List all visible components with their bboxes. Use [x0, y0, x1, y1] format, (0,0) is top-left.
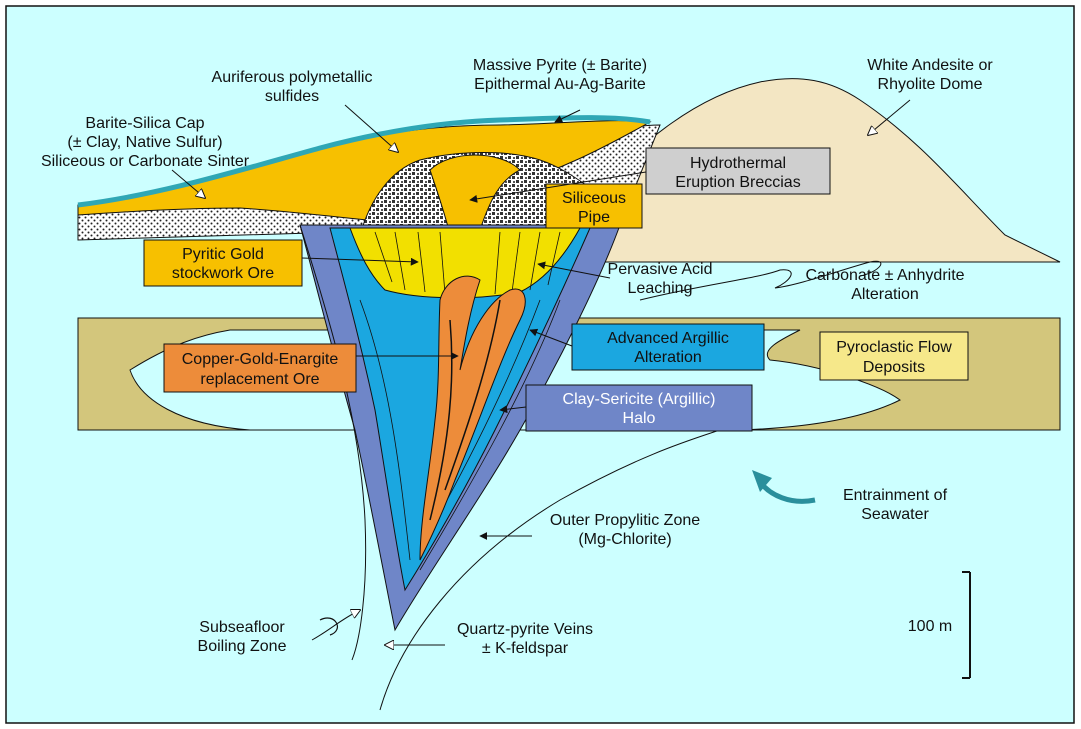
white-andesite-line2: Rhyolite Dome	[878, 76, 983, 93]
entrainment-line2: Seawater	[861, 506, 929, 523]
pervasive-line1: Pervasive Acid	[608, 261, 713, 278]
quartz-line1: Quartz-pyrite Veins	[457, 621, 593, 638]
scale-label: 100 m	[908, 618, 952, 635]
outer-propylitic-line1: Outer Propylitic Zone	[550, 512, 700, 529]
subseafloor-line1: Subseafloor	[199, 619, 285, 636]
entrainment-line1: Entrainment of	[843, 487, 948, 504]
white-andesite-line1: White Andesite or	[867, 57, 993, 74]
hydrothermal-line2: Eruption Breccias	[675, 174, 800, 191]
pyritic-gold-line1: Pyritic Gold	[182, 246, 264, 263]
siliceous-pipe-line1: Siliceous	[562, 190, 626, 207]
pyroclastic-line2: Deposits	[863, 359, 925, 376]
barite-cap-line3: Siliceous or Carbonate Sinter	[41, 153, 250, 170]
quartz-line2: ± K-feldspar	[482, 640, 569, 657]
outer-propylitic-line2: (Mg-Chlorite)	[578, 531, 671, 548]
pervasive-line2: Leaching	[628, 280, 693, 297]
clay-line2: Halo	[623, 410, 656, 427]
clay-line1: Clay-Sericite (Argillic)	[563, 391, 716, 408]
massive-pyrite-line1: Massive Pyrite (± Barite)	[473, 57, 647, 74]
advanced-line1: Advanced Argillic	[607, 330, 729, 347]
pyritic-gold-line2: stockwork Ore	[172, 265, 274, 282]
auriferous-line2: sulfides	[265, 88, 319, 105]
auriferous-line1: Auriferous polymetallic	[212, 69, 373, 86]
massive-pyrite-line2: Epithermal Au-Ag-Barite	[474, 76, 646, 93]
barite-cap-line1: Barite-Silica Cap	[85, 115, 204, 132]
advanced-line2: Alteration	[634, 349, 702, 366]
subseafloor-line2: Boiling Zone	[198, 638, 287, 655]
copper-line1: Copper-Gold-Enargite	[182, 351, 339, 368]
hydrothermal-line1: Hydrothermal	[690, 155, 786, 172]
siliceous-pipe-line2: Pipe	[578, 209, 610, 226]
pyroclastic-line1: Pyroclastic Flow	[836, 339, 952, 356]
carbonate-line2: Alteration	[851, 286, 919, 303]
carbonate-line1: Carbonate ± Anhydrite	[805, 267, 964, 284]
copper-line2: replacement Ore	[200, 371, 319, 388]
barite-cap-line2: (± Clay, Native Sulfur)	[67, 134, 222, 151]
